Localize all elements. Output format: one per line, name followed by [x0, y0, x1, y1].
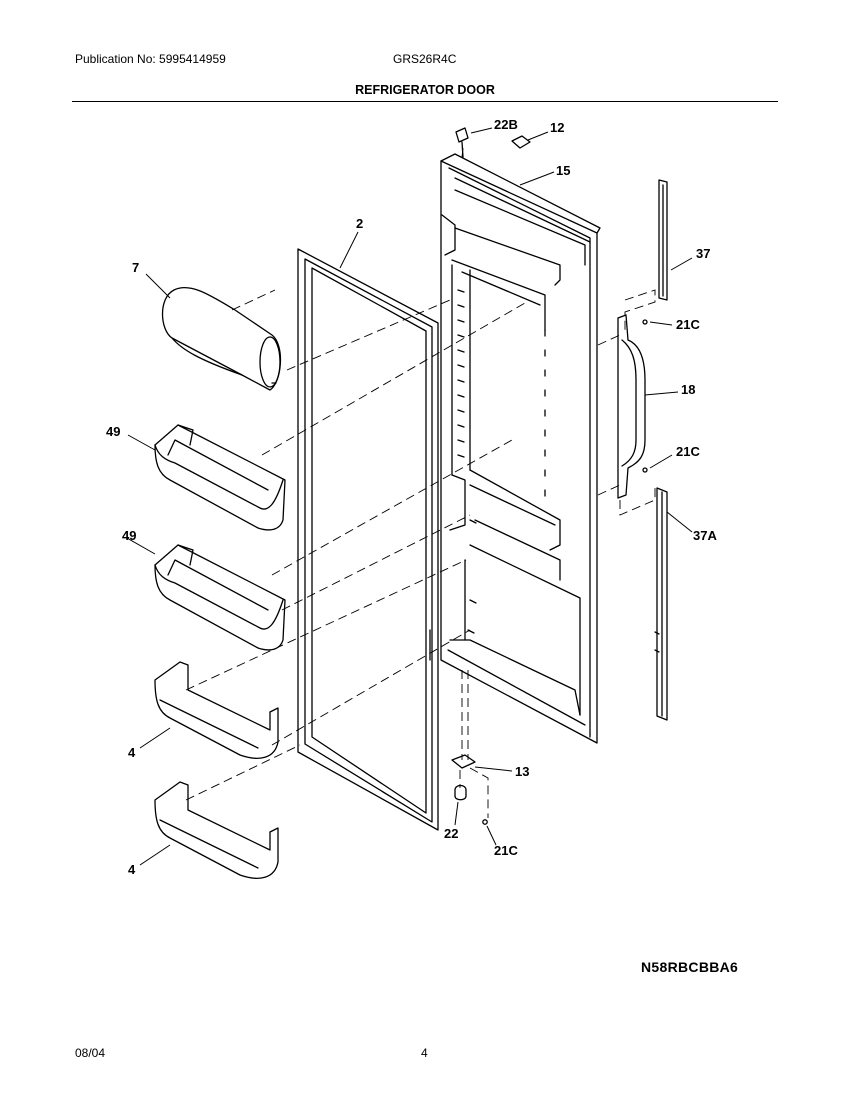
publication-number: Publication No: 5995414959 — [75, 52, 226, 66]
callout-labels: 22B 12 15 2 7 37 21C 18 49 49 21C 37A 4 … — [106, 117, 717, 877]
header-rule — [72, 101, 778, 102]
page-title: REFRIGERATOR DOOR — [355, 83, 495, 97]
model-number: GRS26R4C — [393, 52, 457, 66]
diagram-code: N58RBCBBA6 — [641, 959, 739, 975]
door-bin-49-upper — [154, 424, 286, 531]
callout-2: 2 — [356, 216, 363, 231]
callout-15: 15 — [556, 163, 570, 178]
hinge-13-part — [451, 754, 476, 769]
callout-18: 18 — [681, 382, 695, 397]
dairy-door — [161, 286, 282, 391]
footer-date: 08/04 — [75, 1046, 106, 1060]
screw-21c-bottom — [482, 819, 488, 825]
callout-22: 22 — [444, 826, 458, 841]
handle-trim-37 — [658, 179, 668, 301]
callout-49-lower: 49 — [122, 528, 136, 543]
door-shelf-4-upper — [154, 661, 279, 759]
callout-4-lower: 4 — [128, 862, 136, 877]
callout-7: 7 — [132, 260, 139, 275]
page-number: 4 — [421, 1046, 428, 1060]
callout-21c-bottom: 21C — [494, 843, 518, 858]
handle-trim-37a — [654, 487, 668, 721]
hinge-cover-12-part — [511, 135, 531, 149]
callout-4-upper: 4 — [128, 745, 136, 760]
door-bin-49-lower — [154, 544, 286, 651]
screw-21c-upper — [642, 319, 648, 325]
callout-37: 37 — [696, 246, 710, 261]
door-liner — [440, 153, 601, 744]
callout-21c-middle: 21C — [676, 444, 700, 459]
screw-21c-middle — [642, 467, 648, 473]
door-handle — [617, 314, 646, 499]
door-shelf-4-lower — [154, 781, 279, 879]
callout-13: 13 — [515, 764, 529, 779]
leader-lines — [126, 127, 693, 866]
cap-22-part — [454, 784, 467, 801]
callout-49-upper: 49 — [106, 424, 120, 439]
cap-22b-part — [455, 127, 469, 158]
door-gasket — [297, 248, 439, 831]
callout-37a: 37A — [693, 528, 717, 543]
callout-21c-upper: 21C — [676, 317, 700, 332]
assembly-lines — [185, 147, 656, 818]
callout-12: 12 — [550, 120, 564, 135]
callout-22b: 22B — [494, 117, 518, 132]
